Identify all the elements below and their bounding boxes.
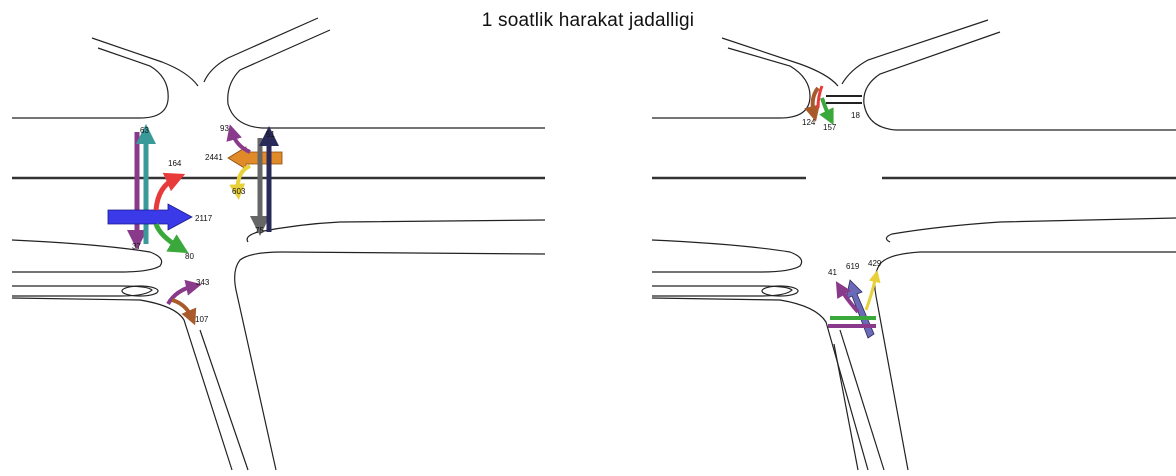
flow-arrow-429: [864, 270, 881, 311]
flow-arrow-619: [845, 279, 875, 339]
flow-label: 37: [132, 242, 141, 251]
flow-arrow-157: [819, 97, 834, 126]
flow-label: 63: [140, 126, 149, 135]
flow-label: 157: [823, 123, 837, 132]
flow-label: 75: [255, 226, 264, 235]
right-intersection-roads: [651, 19, 1176, 471]
flow-arrow-2117: [107, 203, 193, 231]
flow-arrow-red-small: [816, 85, 824, 109]
flow-label: 107: [195, 315, 209, 324]
flow-label: 429: [868, 259, 882, 268]
flow-arrow-80: [153, 223, 189, 254]
flow-arrow-164: [153, 172, 186, 211]
flow-label: 603: [232, 187, 246, 196]
flow-arrow-41: [835, 281, 860, 314]
flow-arrow-603: [229, 164, 251, 200]
flow-label: 93: [220, 124, 229, 133]
flow-label: 41: [828, 268, 837, 277]
flow-label: 80: [185, 252, 194, 261]
flow-label: 18: [851, 111, 860, 120]
flow-arrow-107: [171, 298, 197, 326]
flow-label: 2117: [195, 214, 213, 223]
right-flow-labels: 124 157 18 41 619 429: [802, 111, 882, 277]
left-flow-arrows: [107, 124, 283, 326]
flow-arrow-2441: [227, 146, 283, 170]
left-flow-labels: 63 37 164 2117 80 93 2441 51 603 75 343 …: [132, 124, 275, 324]
flow-label: 619: [846, 262, 860, 271]
diagram-title: 1 soatlik harakat jadalligi: [481, 10, 695, 31]
flow-label: 124: [802, 118, 816, 127]
flow-arrow-124: [804, 86, 820, 122]
right-flow-arrows: [804, 85, 881, 339]
left-intersection-roads: [11, 17, 546, 471]
flow-arrow-93: [226, 124, 251, 154]
flow-label: 164: [168, 159, 182, 168]
flow-arrow-343: [166, 279, 202, 306]
flow-label: 343: [196, 278, 210, 287]
flow-label: 51: [266, 130, 275, 139]
flow-label: 2441: [205, 153, 223, 162]
